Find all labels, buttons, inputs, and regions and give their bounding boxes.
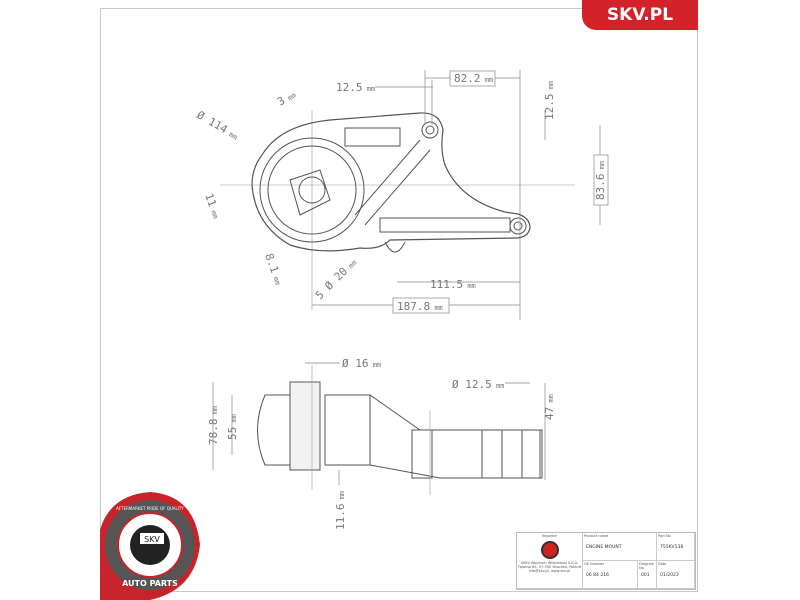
unit-label: mm [463,282,476,290]
dim-83-6: 83.6 mm [594,161,607,200]
unit-label: mm [430,304,443,312]
date: 01/2023 [660,573,679,578]
drawing-frame [100,8,698,592]
side-view-dimension-lines [212,362,546,485]
diagram-number: 001 [641,573,650,578]
side-view [257,365,543,495]
top-view [220,110,575,310]
unit-label: mm [363,85,376,93]
top-view-dimension-labels: 12.5 mm 82.2 mm 12.5 mm 83.6 mm Ø 114 mm… [195,72,608,313]
badge-bottom-text: AUTO PARTS [122,579,178,588]
oe-number: 06 84 216 [586,573,609,578]
dim-11: 11 mm [202,192,223,221]
skv-badge: SKV AUTO PARTS AFTERMARKET PRIDE OF QUAL… [100,492,200,600]
oe-cell: OE Number 06 84 216 [583,561,638,589]
importer-line: info@skv.pl, www.skv.pl [528,569,571,573]
dim-82-2: 82.2 mm [454,72,493,85]
importer-logo [540,541,559,559]
top-view-dimension-lines [312,70,609,320]
dim-55: 55 mm [226,414,239,440]
unit-label: mm [547,81,555,94]
dim-dia-16: Ø 16 mm [342,357,381,370]
dim-11-6: 11.6 mm [334,491,347,530]
unit-label: mm [344,259,359,274]
oe-label: OE Number [584,562,605,566]
unit-label: mm [481,76,494,84]
product-name-label: Product name [584,534,609,538]
dim-5x-dia-20: 5 Ø 20 mm [313,256,359,302]
unit-label: mm [598,161,606,174]
side-view-dimension-labels: Ø 16 mm Ø 12.5 mm 78.8 mm 55 mm 47 mm 11… [207,357,556,530]
dim-187-8: 187.8 mm [397,300,443,313]
dim-3: 3 mm [275,88,298,109]
dim-dia-12-5: Ø 12.5 mm [452,378,504,391]
dim-111-5: 111.5 mm [430,278,476,291]
importer-line: Fajansk 65, 57-300 Wrocław, Poland [518,565,581,569]
diagram-label: Diagram No [639,562,655,570]
part-no-cell: Part No 755KV138 [657,533,695,561]
title-block: Importer SKKV Wojciech Wiśniewski S.K.A.… [516,532,696,590]
dim-dia-114: Ø 114 mm [195,108,241,142]
dim-8-1: 8.1 mm [262,252,285,287]
part-no: 755KV138 [660,545,684,550]
part-no-label: Part No [658,534,671,538]
unit-label: mm [270,272,282,287]
unit-label: mm [211,406,219,419]
unit-label: mm [283,91,298,104]
importer-label: Importer [541,534,558,538]
brand-tag[interactable]: SKV.PL [582,0,698,30]
product-name: ENGINE MOUNT [586,545,622,550]
unit-label: mm [547,394,555,407]
importer-cell: Importer SKKV Wojciech Wiśniewski S.K.A.… [517,533,583,589]
date-cell: Date 01/2023 [657,561,695,589]
dim-12-5-vertical: 12.5 mm [543,81,556,120]
importer-line: SKKV Wojciech Wiśniewski S.K.A. [520,561,579,565]
unit-label: mm [369,361,382,369]
unit-label: mm [338,491,346,504]
dim-47: 47 mm [543,394,556,420]
unit-label: mm [230,414,238,427]
date-label: Date [658,562,667,566]
dim-12-5-horizontal: 12.5 mm [336,81,375,94]
badge-center: SKV [144,535,160,544]
unit-label: mm [492,382,505,390]
dim-78-8: 78.8 mm [207,406,220,445]
diagram-cell: Diagram No 001 [638,561,657,589]
badge-top-text: AFTERMARKET PRIDE OF QUALITY [116,506,184,511]
unit-label: mm [208,205,220,220]
unit-label: mm [224,128,239,141]
